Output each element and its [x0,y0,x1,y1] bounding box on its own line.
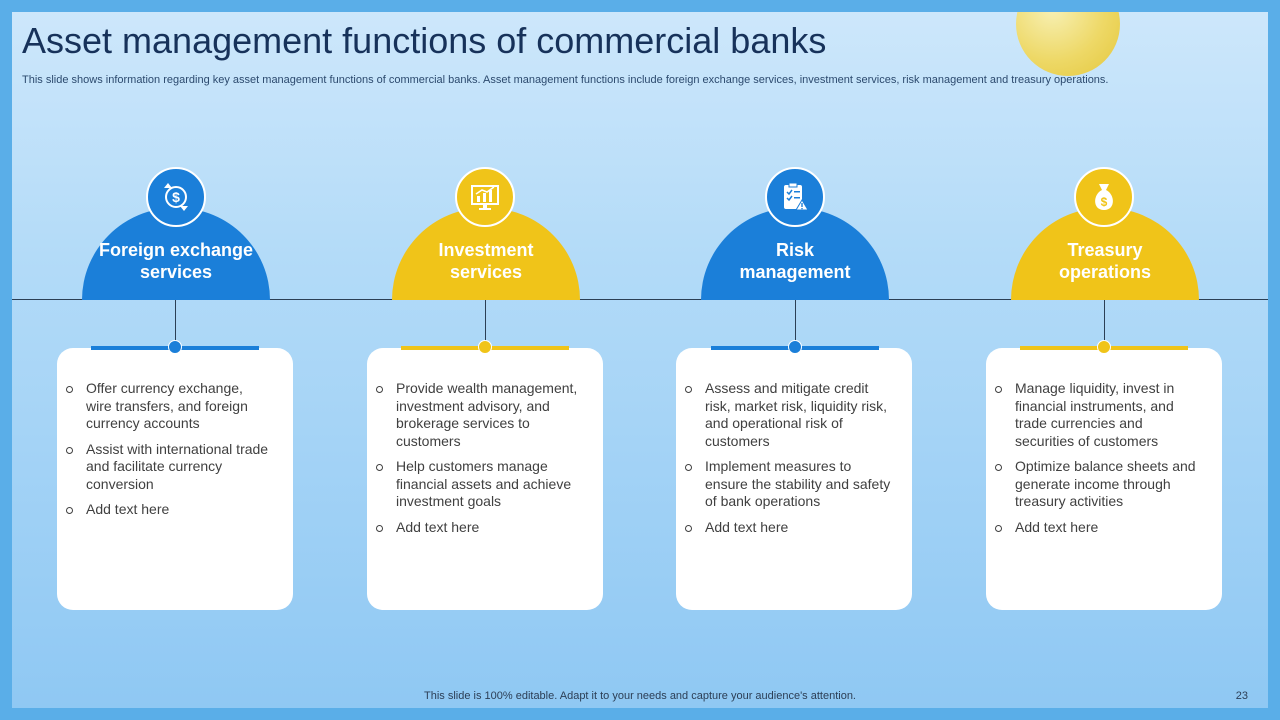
timeline-dot [788,340,802,354]
list-item: Assist with international trade and faci… [66,441,272,494]
connector-line [175,300,176,344]
investment-chart-icon [455,167,515,227]
list-item: Offer currency exchange, wire transfers,… [66,380,272,433]
list-item: Manage liquidity, invest in financial in… [995,380,1201,450]
function-card [986,348,1222,610]
slide-title: Asset management functions of commercial… [22,20,827,61]
list-item: Add text here [995,519,1201,537]
list-item: Add text here [685,519,891,537]
function-points: Provide wealth management, investment ad… [376,380,582,544]
function-heading: Foreign exchange services [98,240,254,282]
function-card [676,348,912,610]
timeline-dot [1097,340,1111,354]
page-number: 23 [1235,690,1248,702]
connector-line [795,300,796,344]
svg-text:$: $ [172,189,180,205]
svg-text:$: $ [1101,195,1108,209]
function-heading: Investment services [438,240,534,282]
slide-canvas: Asset management functions of commercial… [12,12,1268,708]
list-item: Add text here [376,519,582,537]
function-heading: Treasury operations [1058,240,1151,282]
function-points: Manage liquidity, invest in financial in… [995,380,1201,544]
list-item: Add text here [66,501,272,519]
timeline-dot [168,340,182,354]
connector-line [1104,300,1105,344]
timeline-divider [12,299,1268,300]
function-points: Offer currency exchange, wire transfers,… [66,380,272,527]
function-heading: Risk management [739,240,851,282]
money-bag-icon: $ [1074,167,1134,227]
timeline-dot [478,340,492,354]
function-card [367,348,603,610]
list-item: Provide wealth management, investment ad… [376,380,582,450]
decorative-circle [1016,12,1120,76]
risk-checklist-icon [765,167,825,227]
list-item: Implement measures to ensure the stabili… [685,458,891,511]
currency-exchange-icon: $ [146,167,206,227]
list-item: Optimize balance sheets and generate inc… [995,458,1201,511]
slide-footer: This slide is 100% editable. Adapt it to… [424,690,856,702]
function-card [57,348,293,610]
connector-line [485,300,486,344]
list-item: Assess and mitigate credit risk, market … [685,380,891,450]
function-points: Assess and mitigate credit risk, market … [685,380,891,544]
list-item: Help customers manage financial assets a… [376,458,582,511]
slide-subtitle: This slide shows information regarding k… [22,74,1109,86]
